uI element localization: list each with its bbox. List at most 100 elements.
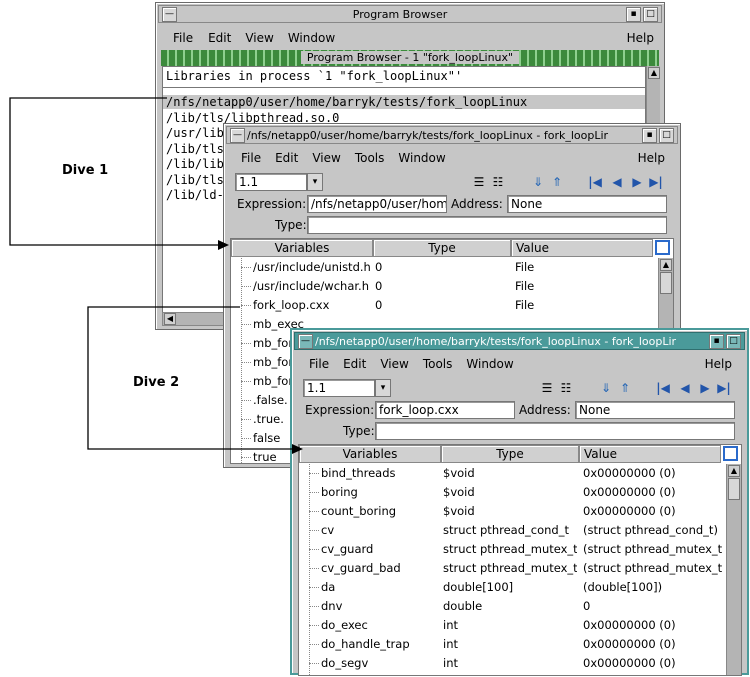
maximize-button[interactable]: □ <box>643 7 658 22</box>
scroll-thumb[interactable] <box>660 272 672 294</box>
first-icon[interactable]: |◀ <box>656 381 670 395</box>
library-item[interactable]: /lib/ld- <box>166 188 224 202</box>
thread-selector[interactable]: 1.1 <box>303 379 375 397</box>
window-menu-button[interactable]: — <box>162 7 177 22</box>
menu-file[interactable]: File <box>173 31 194 45</box>
table-row[interactable]: boring $void 0x00000000 (0) <box>299 483 741 502</box>
table-row[interactable]: cv struct pthread_cond_t (struct pthread… <box>299 521 741 540</box>
dive1-menubar: File Edit View Tools Window Help <box>227 147 677 169</box>
menu-file[interactable]: File <box>241 151 262 165</box>
library-item[interactable]: /nfs/netapp0/user/home/barryk/tests/fork… <box>163 95 645 109</box>
variable-name: fork_loop.cxx <box>253 298 330 312</box>
collapse-all-icon[interactable]: ☰ <box>541 381 553 395</box>
scroll-thumb[interactable] <box>728 478 740 500</box>
thread-selector[interactable]: 1.1 <box>235 173 307 191</box>
collapse-all-icon[interactable]: ☰ <box>473 175 485 189</box>
expression-input[interactable]: fork_loop.cxx <box>375 401 515 419</box>
table-row[interactable]: /usr/include/unistd.h 0 File <box>231 258 673 277</box>
window-menu-button[interactable]: — <box>230 128 245 143</box>
column-header-variables[interactable]: Variables <box>299 445 441 463</box>
address-input[interactable]: None <box>575 401 735 419</box>
thread-dropdown-button[interactable]: ▾ <box>375 379 391 397</box>
menu-edit[interactable]: Edit <box>275 151 299 165</box>
type-label: Type: <box>343 424 375 438</box>
menu-view[interactable]: View <box>380 357 409 371</box>
library-item[interactable]: /lib/tls <box>166 172 224 187</box>
menu-window[interactable]: Window <box>398 151 446 165</box>
table-row[interactable]: do_handle_trap int 0x00000000 (0) <box>299 635 741 654</box>
library-item[interactable]: /lib/lib <box>166 157 224 171</box>
library-item[interactable]: /lib/tls <box>166 141 224 156</box>
variable-type: $void <box>443 485 475 499</box>
dive2-titlebar[interactable]: — /nfs/netapp0/user/home/barryk/tests/fo… <box>294 332 745 350</box>
column-header-value[interactable]: Value <box>511 239 653 257</box>
table-row[interactable]: /usr/include/wchar.h 0 File <box>231 277 673 296</box>
undive-icon[interactable]: ⇑ <box>551 175 563 189</box>
dive-in-icon[interactable]: ⇓ <box>532 175 544 189</box>
window-menu-button[interactable]: — <box>298 334 313 349</box>
column-header-type[interactable]: Type <box>373 239 511 257</box>
program-browser-titlebar[interactable]: — Program Browser ▪ □ <box>158 5 662 23</box>
table-row[interactable]: do_exec int 0x00000000 (0) <box>299 616 741 635</box>
thread-dropdown-button[interactable]: ▾ <box>307 173 323 191</box>
menu-window[interactable]: Window <box>287 31 336 45</box>
table-row[interactable]: true <box>231 448 673 463</box>
dive2-title: /nfs/netapp0/user/home/barryk/tests/fork… <box>315 334 677 348</box>
minimize-button[interactable]: ▪ <box>709 334 724 349</box>
menu-view[interactable]: View <box>245 31 274 45</box>
next-icon[interactable]: ▶ <box>700 381 710 395</box>
column-header-variables[interactable]: Variables <box>231 239 373 257</box>
previous-icon[interactable]: ◀ <box>612 175 622 189</box>
dive1-titlebar[interactable]: — /nfs/netapp0/user/home/barryk/tests/fo… <box>226 126 678 144</box>
menu-window[interactable]: Window <box>466 357 514 371</box>
column-header-type[interactable]: Type <box>441 445 579 463</box>
libraries-hscrollbar[interactable]: ◀ <box>162 312 232 326</box>
table-row[interactable]: count_boring $void 0x00000000 (0) <box>299 502 741 521</box>
next-icon[interactable]: ▶ <box>632 175 642 189</box>
scroll-up-button[interactable]: ▲ <box>728 465 740 477</box>
menu-help[interactable]: Help <box>626 31 654 45</box>
column-config-icon[interactable] <box>723 446 738 461</box>
minimize-button[interactable]: ▪ <box>642 128 657 143</box>
last-icon[interactable]: ▶| <box>717 381 731 395</box>
menu-help[interactable]: Help <box>637 151 665 165</box>
scroll-left-button[interactable]: ◀ <box>164 313 176 325</box>
menu-view[interactable]: View <box>312 151 341 165</box>
variables-scrollbar[interactable]: ▲ <box>726 464 741 675</box>
type-input[interactable] <box>375 422 735 440</box>
last-icon[interactable]: ▶| <box>649 175 663 189</box>
table-row[interactable]: cv_guard_bad struct pthread_mutex_t (str… <box>299 559 741 578</box>
maximize-button[interactable]: □ <box>726 334 741 349</box>
variable-type: $void <box>443 504 475 518</box>
menu-edit[interactable]: Edit <box>343 357 367 371</box>
table-row[interactable]: do_segv int 0x00000000 (0) <box>299 654 741 673</box>
undive-icon[interactable]: ⇑ <box>619 381 631 395</box>
variable-value: 0x00000000 (0) <box>583 504 676 518</box>
menu-edit[interactable]: Edit <box>208 31 232 45</box>
expression-input[interactable]: /nfs/netapp0/user/home <box>307 195 447 213</box>
minimize-button[interactable]: ▪ <box>626 7 641 22</box>
table-row[interactable]: cv_guard struct pthread_mutex_t (struct … <box>299 540 741 559</box>
maximize-button[interactable]: □ <box>659 128 674 143</box>
column-config-icon[interactable] <box>655 240 670 255</box>
address-input[interactable]: None <box>507 195 667 213</box>
table-row[interactable]: bind_threads $void 0x00000000 (0) <box>299 464 741 483</box>
table-row[interactable]: da double[100] (double[100]) <box>299 578 741 597</box>
column-header-value[interactable]: Value <box>579 445 721 463</box>
expand-all-icon[interactable]: ☷ <box>560 381 572 395</box>
variable-value: (struct pthread_cond_t) <box>583 523 718 537</box>
type-input[interactable] <box>307 216 667 234</box>
dive-in-icon[interactable]: ⇓ <box>600 381 612 395</box>
scroll-up-button[interactable]: ▲ <box>660 259 672 271</box>
previous-icon[interactable]: ◀ <box>680 381 690 395</box>
expand-all-icon[interactable]: ☷ <box>492 175 504 189</box>
table-row[interactable]: fork_loop.cxx 0 File <box>231 296 673 315</box>
menu-help[interactable]: Help <box>704 357 732 371</box>
scroll-up-button[interactable]: ▲ <box>648 67 660 79</box>
menu-tools[interactable]: Tools <box>354 151 385 165</box>
first-icon[interactable]: |◀ <box>588 175 602 189</box>
table-row[interactable]: dnv double 0 <box>299 597 741 616</box>
menu-file[interactable]: File <box>309 357 330 371</box>
library-item[interactable]: /usr/lib <box>166 126 224 140</box>
menu-tools[interactable]: Tools <box>422 357 453 371</box>
